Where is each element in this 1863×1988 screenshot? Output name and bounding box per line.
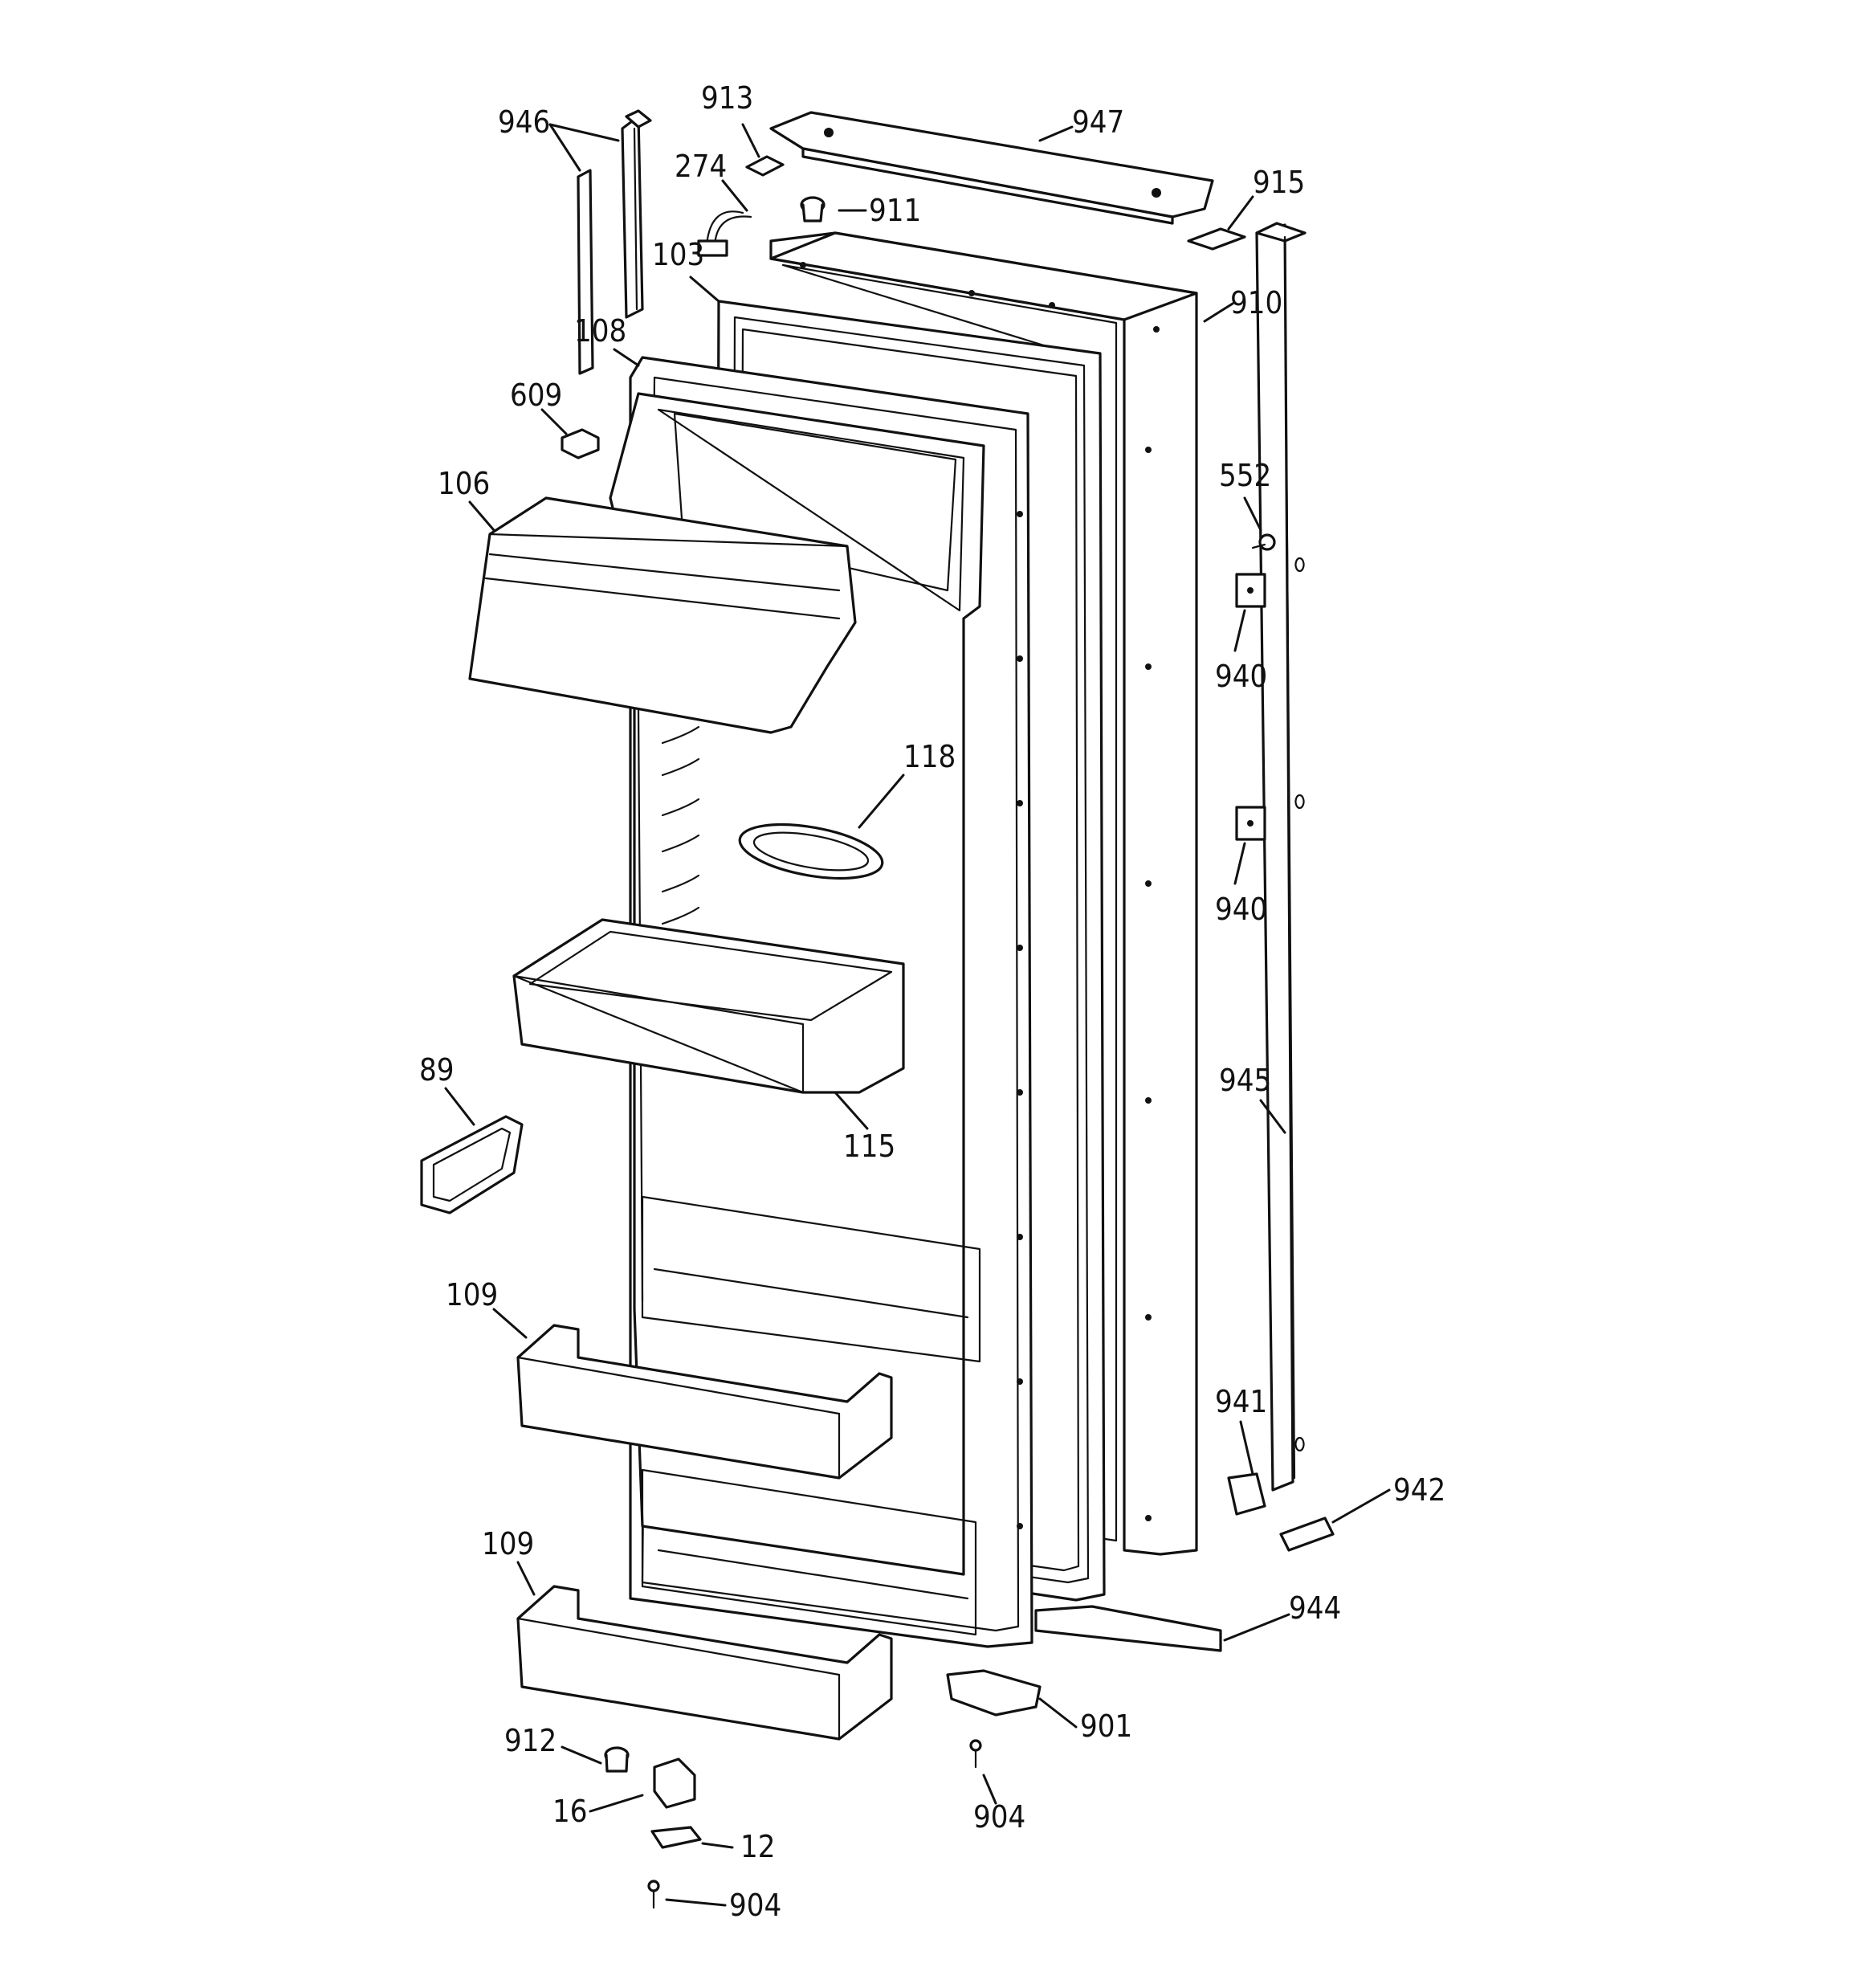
callout-912: 912 [504,1723,556,1758]
callout-labels: 946 913 947 274 911 915 103 910 108 609 … [419,80,1445,1923]
callout-945: 945 [1219,1063,1271,1098]
part-904-screw-lower-left [647,1880,660,1909]
part-12-hinge-plate [650,1826,702,1849]
part-16-hinge-block [653,1757,696,1809]
part-609-switch [561,428,600,459]
callout-609: 609 [510,378,562,413]
callout-12: 12 [740,1829,776,1864]
callout-915: 915 [1253,165,1305,200]
part-941-hinge-bracket [1227,1472,1266,1516]
callout-904-center: 904 [973,1799,1025,1835]
part-940-hinge-lower [1235,806,1266,841]
callout-942: 942 [1393,1472,1445,1508]
part-912-plug [604,1746,630,1773]
callout-89: 89 [419,1052,455,1088]
callout-109-upper: 109 [446,1277,498,1312]
callout-274: 274 [675,149,727,184]
callout-910: 910 [1230,285,1282,320]
part-942-hinge [1279,1517,1335,1552]
callout-940-lower: 940 [1215,892,1267,927]
callout-901: 901 [1080,1708,1132,1744]
callout-944: 944 [1289,1590,1341,1626]
callout-947: 947 [1072,104,1124,140]
callout-108: 108 [574,313,626,349]
callout-115: 115 [843,1129,895,1164]
part-913-pad [745,155,785,177]
part-552-screw [1251,533,1276,551]
callout-16: 16 [552,1794,588,1829]
callout-106: 106 [438,466,490,501]
leader-lines [444,123,1391,1907]
part-115-shelf-bin [512,918,905,1094]
part-109-bin-upper [516,1324,893,1480]
callout-913: 913 [701,80,753,116]
part-910-outer-door [769,231,1198,1556]
callout-103: 103 [652,237,704,272]
callout-109-lower: 109 [482,1526,534,1561]
callout-946: 946 [498,104,550,140]
part-946-trim-strips [577,109,652,375]
part-901-hinge-cover [946,1669,1042,1717]
part-274-wire-harness [697,210,752,257]
part-109-bin-lower [516,1585,893,1741]
part-940-hinge-upper [1235,573,1266,608]
part-118-ring [738,823,884,880]
callout-118: 118 [903,739,956,774]
part-904-screw-bottom-center [969,1739,982,1769]
callout-941: 941 [1215,1384,1267,1419]
part-947-top-cap [769,111,1214,225]
part-944-bottom-rail [1034,1605,1222,1652]
callout-552: 552 [1219,458,1271,493]
callout-911: 911 [869,193,921,228]
part-89-light-cover [420,1115,524,1214]
callout-904-bottom: 904 [729,1888,781,1923]
part-106-dispenser-cover [468,496,857,734]
part-911-plug [800,196,826,222]
part-915-pad [1187,227,1246,251]
part-945-side-trim [1255,222,1307,1492]
callout-940-upper: 940 [1215,659,1267,694]
